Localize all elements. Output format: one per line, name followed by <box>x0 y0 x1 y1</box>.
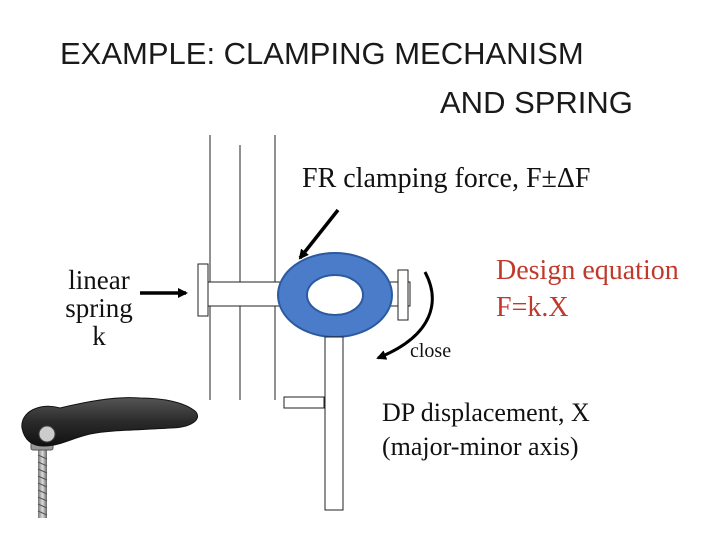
vertical-rails <box>209 135 276 400</box>
cam-lever-clamp-icon <box>21 397 198 518</box>
slide-title: EXAMPLE: CLAMPING MECHANISM AND SPRING <box>0 0 720 130</box>
close-label: close <box>410 340 452 362</box>
title-line-1: EXAMPLE: CLAMPING MECHANISM <box>60 36 584 71</box>
ring-hole <box>306 274 364 316</box>
design-equation-formula: F=k.X <box>496 292 569 323</box>
displacement-label: DP displacement, X <box>382 398 590 427</box>
force-arrow <box>298 208 340 260</box>
displacement-axis-note: (major-minor axis) <box>382 432 579 461</box>
title-line-2: AND SPRING <box>440 85 633 120</box>
lever-handle <box>21 397 198 447</box>
design-equation-label: Design equation <box>496 255 679 286</box>
left-end-plate <box>197 263 209 317</box>
right-end-plate <box>397 269 409 321</box>
close-arrow <box>376 271 434 360</box>
linear-spring-label: linear spring k <box>40 266 158 350</box>
spring-label-line: k <box>92 321 106 351</box>
threaded-screw <box>38 448 47 518</box>
pivot-pin <box>38 425 56 443</box>
spring-label-line: linear <box>68 265 130 295</box>
side-tab <box>283 396 325 409</box>
lower-post <box>324 336 344 511</box>
spring-label-line: spring <box>65 293 133 323</box>
clamping-force-label: FR clamping force, F±ΔF <box>302 163 591 194</box>
